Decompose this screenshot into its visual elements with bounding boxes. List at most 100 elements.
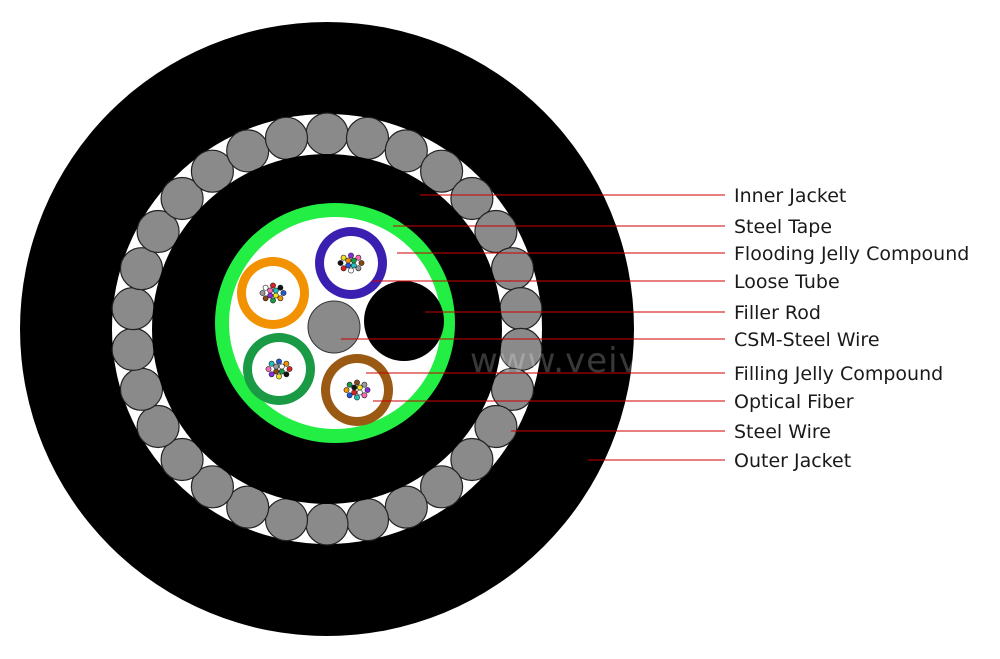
steel-wire bbox=[474, 209, 518, 254]
steel-wire bbox=[345, 116, 390, 160]
optical-fiber bbox=[277, 295, 284, 302]
steel-wire bbox=[420, 149, 464, 193]
optical-fiber bbox=[345, 257, 352, 264]
callout-label: Optical Fiber bbox=[734, 391, 854, 413]
optical-fiber bbox=[268, 360, 275, 367]
steel-wire bbox=[345, 498, 390, 542]
optical-fiber bbox=[262, 284, 269, 291]
optical-fiber bbox=[272, 292, 279, 299]
optical-fiber bbox=[267, 292, 274, 299]
steel-wire-ring bbox=[111, 112, 543, 546]
optical-fiber bbox=[348, 267, 354, 274]
callout-label: Inner Jacket bbox=[734, 185, 846, 207]
steel-wire bbox=[450, 437, 494, 482]
optical-fiber bbox=[283, 360, 290, 367]
steel-wire bbox=[226, 485, 270, 529]
steel-wire bbox=[160, 176, 204, 221]
filling-jelly-compound bbox=[246, 266, 300, 320]
steel-wire bbox=[384, 129, 428, 173]
optical-fiber bbox=[276, 373, 282, 380]
optical-fiber bbox=[278, 368, 285, 375]
optical-fiber bbox=[361, 392, 368, 399]
steel-wire bbox=[226, 129, 270, 173]
loose-tube-orange bbox=[237, 257, 309, 329]
filling-jelly-compound bbox=[330, 363, 384, 417]
optical-fiber bbox=[356, 384, 363, 391]
loose-tube-green bbox=[243, 333, 315, 405]
optical-fiber bbox=[286, 366, 293, 372]
optical-fiber bbox=[270, 282, 276, 289]
callout-label: Filler Rod bbox=[734, 302, 821, 324]
steel-wire bbox=[450, 176, 494, 221]
steel-wire bbox=[499, 287, 543, 331]
optical-fiber bbox=[355, 254, 362, 261]
steel-wire bbox=[384, 485, 428, 529]
steel-wire bbox=[490, 247, 535, 291]
optical-fiber bbox=[340, 265, 347, 272]
steel-wire bbox=[264, 116, 309, 160]
steel-wire bbox=[474, 404, 518, 449]
optical-fiber bbox=[337, 260, 344, 266]
optical-fiber bbox=[351, 389, 358, 396]
steel-wire bbox=[264, 498, 309, 542]
callout-label: Filling Jelly Compound bbox=[734, 363, 943, 385]
filling-jelly-compound bbox=[324, 236, 378, 290]
optical-fiber bbox=[273, 368, 280, 375]
optical-fiber bbox=[268, 371, 275, 378]
steel-wire bbox=[420, 465, 464, 509]
loose-tubes bbox=[237, 227, 393, 426]
optical-fiber bbox=[273, 363, 280, 370]
optical-fiber bbox=[340, 254, 347, 261]
optical-fiber bbox=[270, 297, 276, 304]
loose-tube-brown bbox=[321, 354, 393, 426]
optical-fiber bbox=[350, 262, 357, 269]
optical-fiber bbox=[346, 392, 353, 399]
optical-fiber bbox=[361, 381, 368, 388]
steel-wire bbox=[111, 287, 155, 331]
callout-label: Steel Tape bbox=[734, 216, 832, 238]
filling-jelly-compound bbox=[252, 342, 306, 396]
steel-wire bbox=[305, 502, 349, 546]
steel-wire bbox=[119, 247, 164, 291]
filler-rod bbox=[364, 281, 444, 361]
loose-tube-blue bbox=[315, 227, 387, 299]
optical-fiber bbox=[346, 381, 353, 388]
optical-fiber bbox=[262, 295, 269, 302]
watermark: www.veivot.com bbox=[470, 341, 763, 381]
optical-fiber bbox=[348, 252, 354, 259]
optical-fiber bbox=[355, 265, 362, 272]
steel-wire bbox=[490, 367, 535, 411]
optical-fiber bbox=[283, 371, 290, 378]
optical-fiber bbox=[358, 260, 365, 266]
steel-wire bbox=[190, 149, 234, 193]
optical-fiber bbox=[276, 358, 282, 365]
steel-wire bbox=[190, 465, 234, 509]
steel-wire bbox=[160, 437, 204, 482]
optical-fiber bbox=[350, 257, 357, 264]
optical-fiber bbox=[345, 262, 352, 269]
steel-wire bbox=[136, 404, 180, 449]
callout-label: CSM-Steel Wire bbox=[734, 329, 880, 351]
optical-fiber bbox=[277, 284, 284, 291]
callout-label: Flooding Jelly Compound bbox=[734, 243, 969, 265]
steel-wire bbox=[111, 327, 155, 371]
steel-wire bbox=[136, 209, 180, 254]
optical-fiber bbox=[364, 387, 371, 393]
callout-label: Steel Wire bbox=[734, 421, 831, 443]
steel-wire bbox=[119, 367, 164, 411]
optical-fiber bbox=[267, 287, 274, 294]
optical-fiber bbox=[278, 363, 285, 370]
steel-wire bbox=[305, 112, 349, 156]
callout-label: Outer Jacket bbox=[734, 450, 851, 472]
optical-fiber bbox=[354, 379, 360, 386]
optical-fiber bbox=[356, 389, 363, 396]
optical-fiber bbox=[280, 290, 287, 296]
optical-fiber bbox=[272, 287, 279, 294]
callout-label: Loose Tube bbox=[734, 271, 840, 293]
optical-fiber bbox=[265, 366, 272, 372]
optical-fiber bbox=[259, 290, 266, 296]
optical-fiber bbox=[354, 394, 360, 401]
csm-steel-wire bbox=[307, 300, 361, 354]
